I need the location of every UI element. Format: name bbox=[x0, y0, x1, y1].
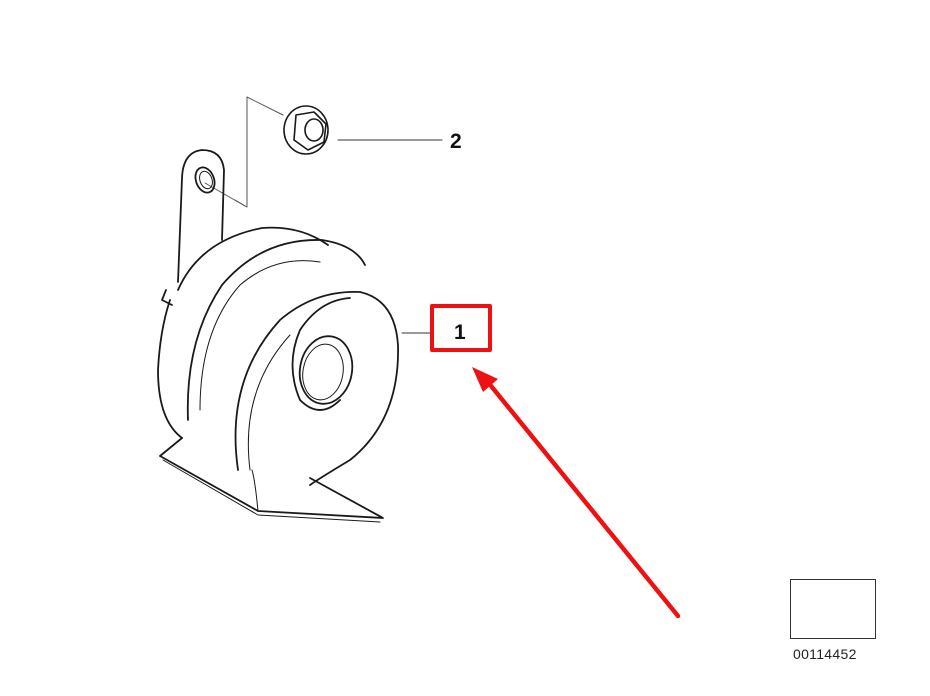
reference-symbol-box bbox=[790, 579, 876, 639]
part-number-2[interactable]: 2 bbox=[450, 130, 462, 153]
assembly-leader-lines bbox=[204, 96, 284, 208]
mounting-bracket bbox=[177, 149, 225, 283]
horn-body bbox=[186, 239, 399, 486]
red-arrow-annotation bbox=[472, 367, 681, 619]
horn-back-housing bbox=[157, 226, 329, 439]
diagram-reference-number: 00114452 bbox=[793, 646, 857, 662]
part-1-highlight-box bbox=[430, 304, 492, 352]
horn-base-plate bbox=[159, 437, 384, 523]
part-number-1[interactable]: 1 bbox=[454, 321, 466, 344]
hex-nut bbox=[283, 105, 329, 155]
